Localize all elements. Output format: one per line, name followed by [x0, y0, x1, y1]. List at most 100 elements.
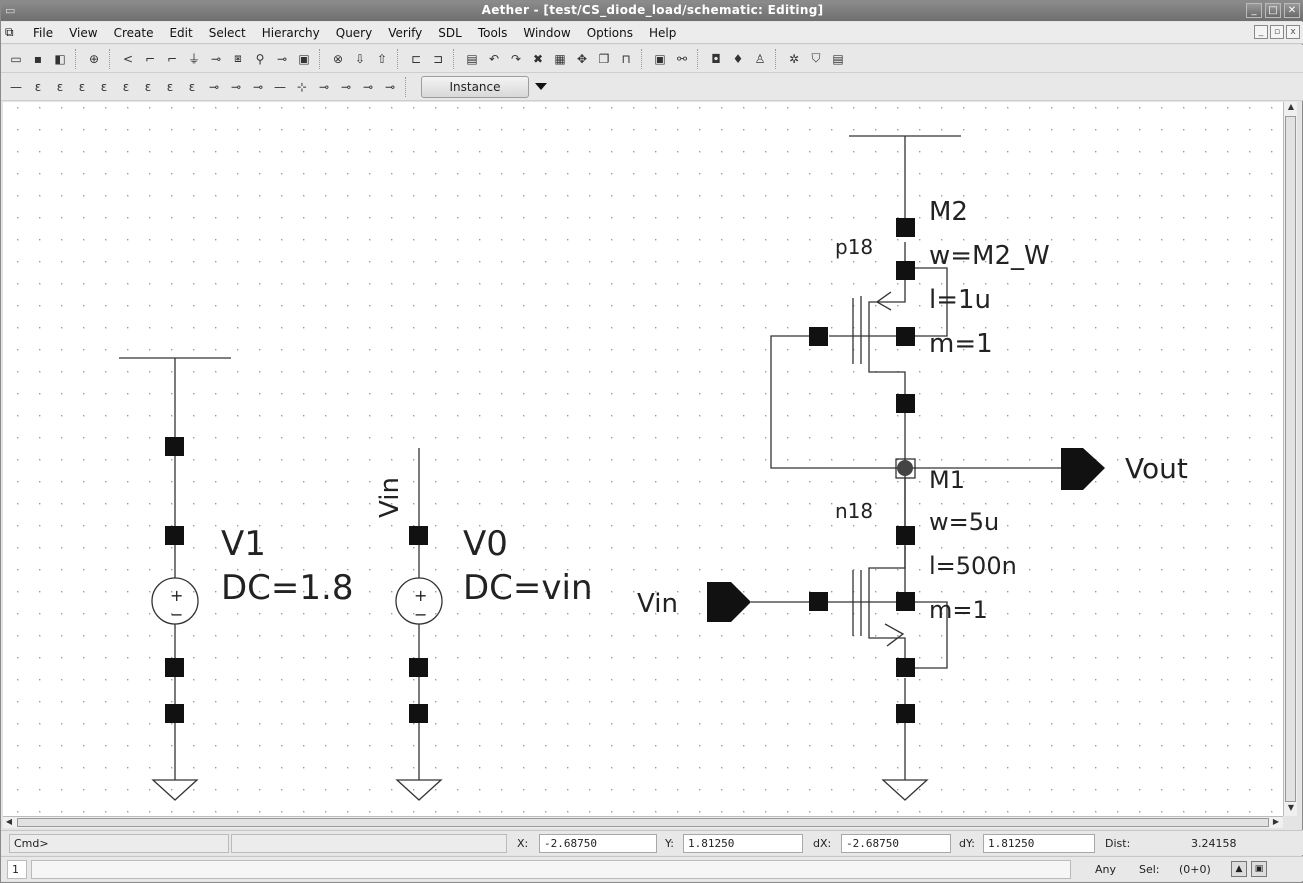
instance-icon[interactable]: ⧆ [234, 51, 242, 65]
maximize-button[interactable]: □ [1265, 3, 1281, 18]
nmos-icon[interactable]: ɛ [34, 79, 42, 94]
user-icon[interactable]: ♙ [754, 51, 766, 66]
pnp-icon[interactable]: ɛ [144, 79, 152, 94]
pmos-icon[interactable]: ɛ [56, 79, 64, 94]
m2-multiplier-label: m=1 [929, 329, 993, 359]
wire-icon[interactable]: < [122, 51, 134, 66]
pmos4-icon[interactable]: ɛ [100, 79, 108, 94]
menu-tools[interactable]: Tools [477, 25, 508, 40]
npn-icon[interactable]: ɛ [122, 79, 130, 94]
menu-create[interactable]: Create [113, 25, 154, 40]
sdl-link-icon[interactable]: ⊏ [410, 51, 422, 66]
wire-bend-icon[interactable]: ⌐ [144, 51, 156, 66]
device-toolbar: — ɛ ɛ ɛ ɛ ɛ ɛ ɛ ɛ ⊸ ⊸ ⊸ — ⊹ ⊸ ⊸ ⊸ ⊸ Inst… [1, 73, 1303, 101]
ground-icon[interactable]: ⏚ [187, 52, 200, 66]
flip-icon[interactable]: ⊓ [621, 51, 631, 66]
scroll-down-icon[interactable]: ▼ [1287, 803, 1295, 812]
selection-status-bar: 1 Any Sel: (0+0) ▲ ▣ [1, 856, 1303, 881]
nmos4-icon[interactable]: ɛ [78, 79, 86, 94]
schematic-canvas[interactable]: + − V1 DC=1.8 + − Vin V0 DC=vin [3, 102, 1283, 816]
vcvs-icon[interactable]: ⊸ [340, 79, 352, 94]
marker-icon[interactable]: ♦ [732, 51, 744, 66]
probe-icon[interactable]: ◘ [711, 51, 721, 66]
y-label: Y: [665, 837, 674, 850]
inductor-icon[interactable]: ⊸ [252, 79, 264, 94]
vertical-scrollbar[interactable]: ▲ ▼ [1283, 102, 1297, 816]
settings-icon[interactable]: ✲ [788, 51, 800, 66]
menu-options[interactable]: Options [586, 25, 634, 40]
capacitor-icon[interactable]: ⊸ [230, 79, 242, 94]
menu-file[interactable]: File [33, 25, 54, 40]
v1-pins [165, 437, 184, 723]
report-icon[interactable]: ▤ [832, 51, 844, 66]
jfet-icon[interactable]: ɛ [166, 79, 174, 94]
menu-help[interactable]: Help [649, 25, 677, 40]
descend-icon[interactable]: ⇩ [354, 51, 366, 66]
menu-select[interactable]: Select [208, 25, 246, 40]
mdi-minimize-button[interactable]: _ [1254, 25, 1268, 39]
horizontal-scroll-thumb[interactable] [17, 818, 1269, 827]
ccvs-icon[interactable]: ⊸ [384, 79, 396, 94]
menu-edit[interactable]: Edit [169, 25, 193, 40]
minimize-button[interactable]: _ [1246, 3, 1262, 18]
wire-draw-icon[interactable]: — [10, 79, 22, 94]
diode-icon[interactable]: — [274, 79, 286, 94]
pin-icon[interactable]: ⊸ [210, 51, 222, 66]
m2-pmos[interactable] [770, 135, 961, 596]
properties-icon[interactable]: ▤ [466, 51, 478, 66]
bus-icon[interactable]: ⌐ [166, 51, 178, 66]
menu-sdl[interactable]: SDL [438, 25, 462, 40]
save-icon[interactable]: ▭ [10, 51, 22, 66]
sdl-unlink-icon[interactable]: ⊐ [432, 51, 444, 66]
menu-query[interactable]: Query [335, 25, 373, 40]
resistor-icon[interactable]: ⊸ [208, 79, 220, 94]
scroll-left-icon[interactable]: ◀ [5, 817, 13, 826]
scroll-right-icon[interactable]: ▶ [1272, 817, 1280, 826]
delete-icon[interactable]: ✖ [532, 51, 544, 66]
instance-selector[interactable]: Instance [421, 75, 529, 98]
system-menu-icon[interactable]: ▭ [5, 4, 16, 17]
m1-multiplier-label: m=1 [929, 596, 988, 624]
display-icon[interactable]: ▣ [1251, 861, 1267, 877]
m1-nmos[interactable] [751, 478, 948, 801]
vout-pin-label: Vout [1125, 452, 1188, 485]
menu-view[interactable]: View [69, 25, 98, 40]
ascend-icon[interactable]: ⇧ [376, 51, 388, 66]
warning-icon[interactable]: ▲ [1231, 861, 1247, 877]
scroll-up-icon[interactable]: ▲ [1287, 102, 1295, 111]
mdi-restore-button[interactable]: ▫ [1270, 25, 1284, 39]
zoom-icon[interactable]: ⊕ [88, 51, 100, 66]
redo-icon[interactable]: ↷ [510, 51, 522, 66]
move-icon[interactable]: ✥ [576, 51, 588, 66]
command-prompt[interactable]: Cmd> [9, 834, 229, 853]
mdi-close-button[interactable]: x [1286, 25, 1300, 39]
simulate-icon[interactable]: ▣ [654, 51, 666, 66]
symbol-icon[interactable]: ▣ [298, 51, 310, 66]
copy-object-icon[interactable]: ❐ [598, 51, 610, 66]
stretch-icon[interactable]: ▦ [554, 51, 566, 66]
filter-value[interactable]: Any [1095, 863, 1117, 876]
chevron-down-icon[interactable] [535, 83, 547, 90]
m1-model-label: n18 [835, 499, 873, 523]
vccs-icon[interactable]: ⊸ [362, 79, 374, 94]
v0-source[interactable] [395, 448, 443, 801]
shield-icon[interactable]: ⛉ [811, 51, 821, 65]
horizontal-scrollbar[interactable]: ◀ ▶ [3, 816, 1283, 828]
menu-hierarchy[interactable]: Hierarchy [261, 25, 320, 40]
port-icon[interactable]: ⊸ [276, 51, 288, 66]
check-icon[interactable]: ⊗ [332, 51, 344, 66]
find-icon[interactable]: ⚯ [676, 51, 688, 66]
vsource-icon[interactable]: ⊹ [296, 79, 308, 94]
undo-icon[interactable]: ↶ [488, 51, 500, 66]
net-icon[interactable]: ⚲ [255, 51, 265, 66]
save-all-icon[interactable]: ▪ [33, 51, 43, 66]
mesfet-icon[interactable]: ɛ [188, 79, 196, 94]
copy-icon[interactable]: ◧ [54, 51, 66, 66]
vertical-scroll-thumb[interactable] [1285, 116, 1296, 802]
vout-pin[interactable] [1061, 448, 1105, 490]
menu-verify[interactable]: Verify [388, 25, 423, 40]
isource-icon[interactable]: ⊸ [318, 79, 330, 94]
vin-pin[interactable] [707, 582, 751, 622]
menu-window[interactable]: Window [523, 25, 571, 40]
close-button[interactable]: ✕ [1284, 3, 1300, 18]
